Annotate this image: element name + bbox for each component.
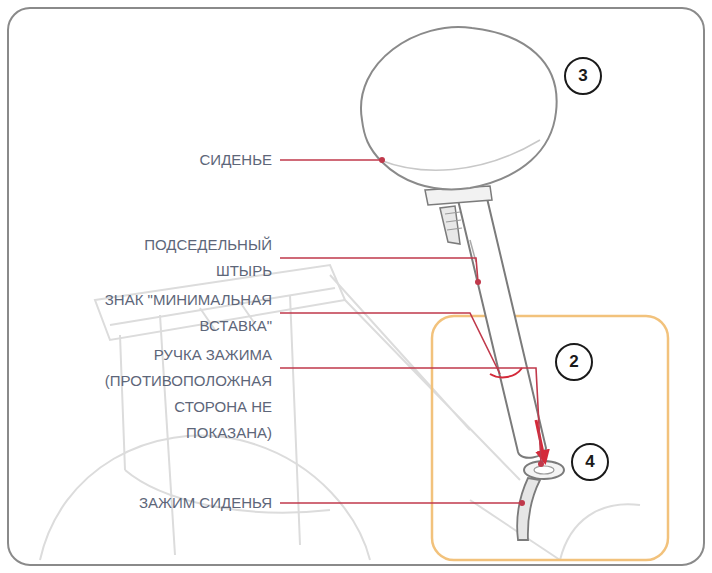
insertion-mark: [490, 368, 522, 377]
saddle: [361, 27, 557, 189]
frame-border: [8, 8, 704, 565]
part-label: СИДЕНЬЕ: [72, 147, 272, 173]
part-label: ЗНАК "МИНИМАЛЬНАЯ ВСТАВКА": [32, 287, 272, 339]
saddle-edge: [380, 140, 540, 170]
highlight-box: [432, 316, 668, 560]
callout-number: 3: [564, 57, 602, 95]
leader-lines: [280, 160, 541, 503]
bike-frame: [40, 265, 640, 560]
part-label: ЗАЖИМ СИДЕНЬЯ: [72, 490, 272, 516]
callout-number: 4: [571, 443, 609, 481]
part-label: РУЧКА ЗАЖИМА (ПРОТИВОПОЛОЖНАЯ СТОРОНА НЕ…: [92, 342, 272, 446]
clamp-lever: [517, 478, 540, 540]
seat-post: [458, 194, 546, 458]
part-label: ПОДСЕДЕЛЬНЫЙ ШТЫРЬ: [122, 232, 272, 284]
seat-tube-hole: [534, 466, 554, 474]
leader-dots: [379, 157, 544, 506]
callout-number: 2: [555, 343, 593, 381]
seat-clamp: [524, 461, 564, 479]
saddle-clamp: [440, 206, 460, 244]
saddle-clamp-ridges: [445, 212, 462, 230]
